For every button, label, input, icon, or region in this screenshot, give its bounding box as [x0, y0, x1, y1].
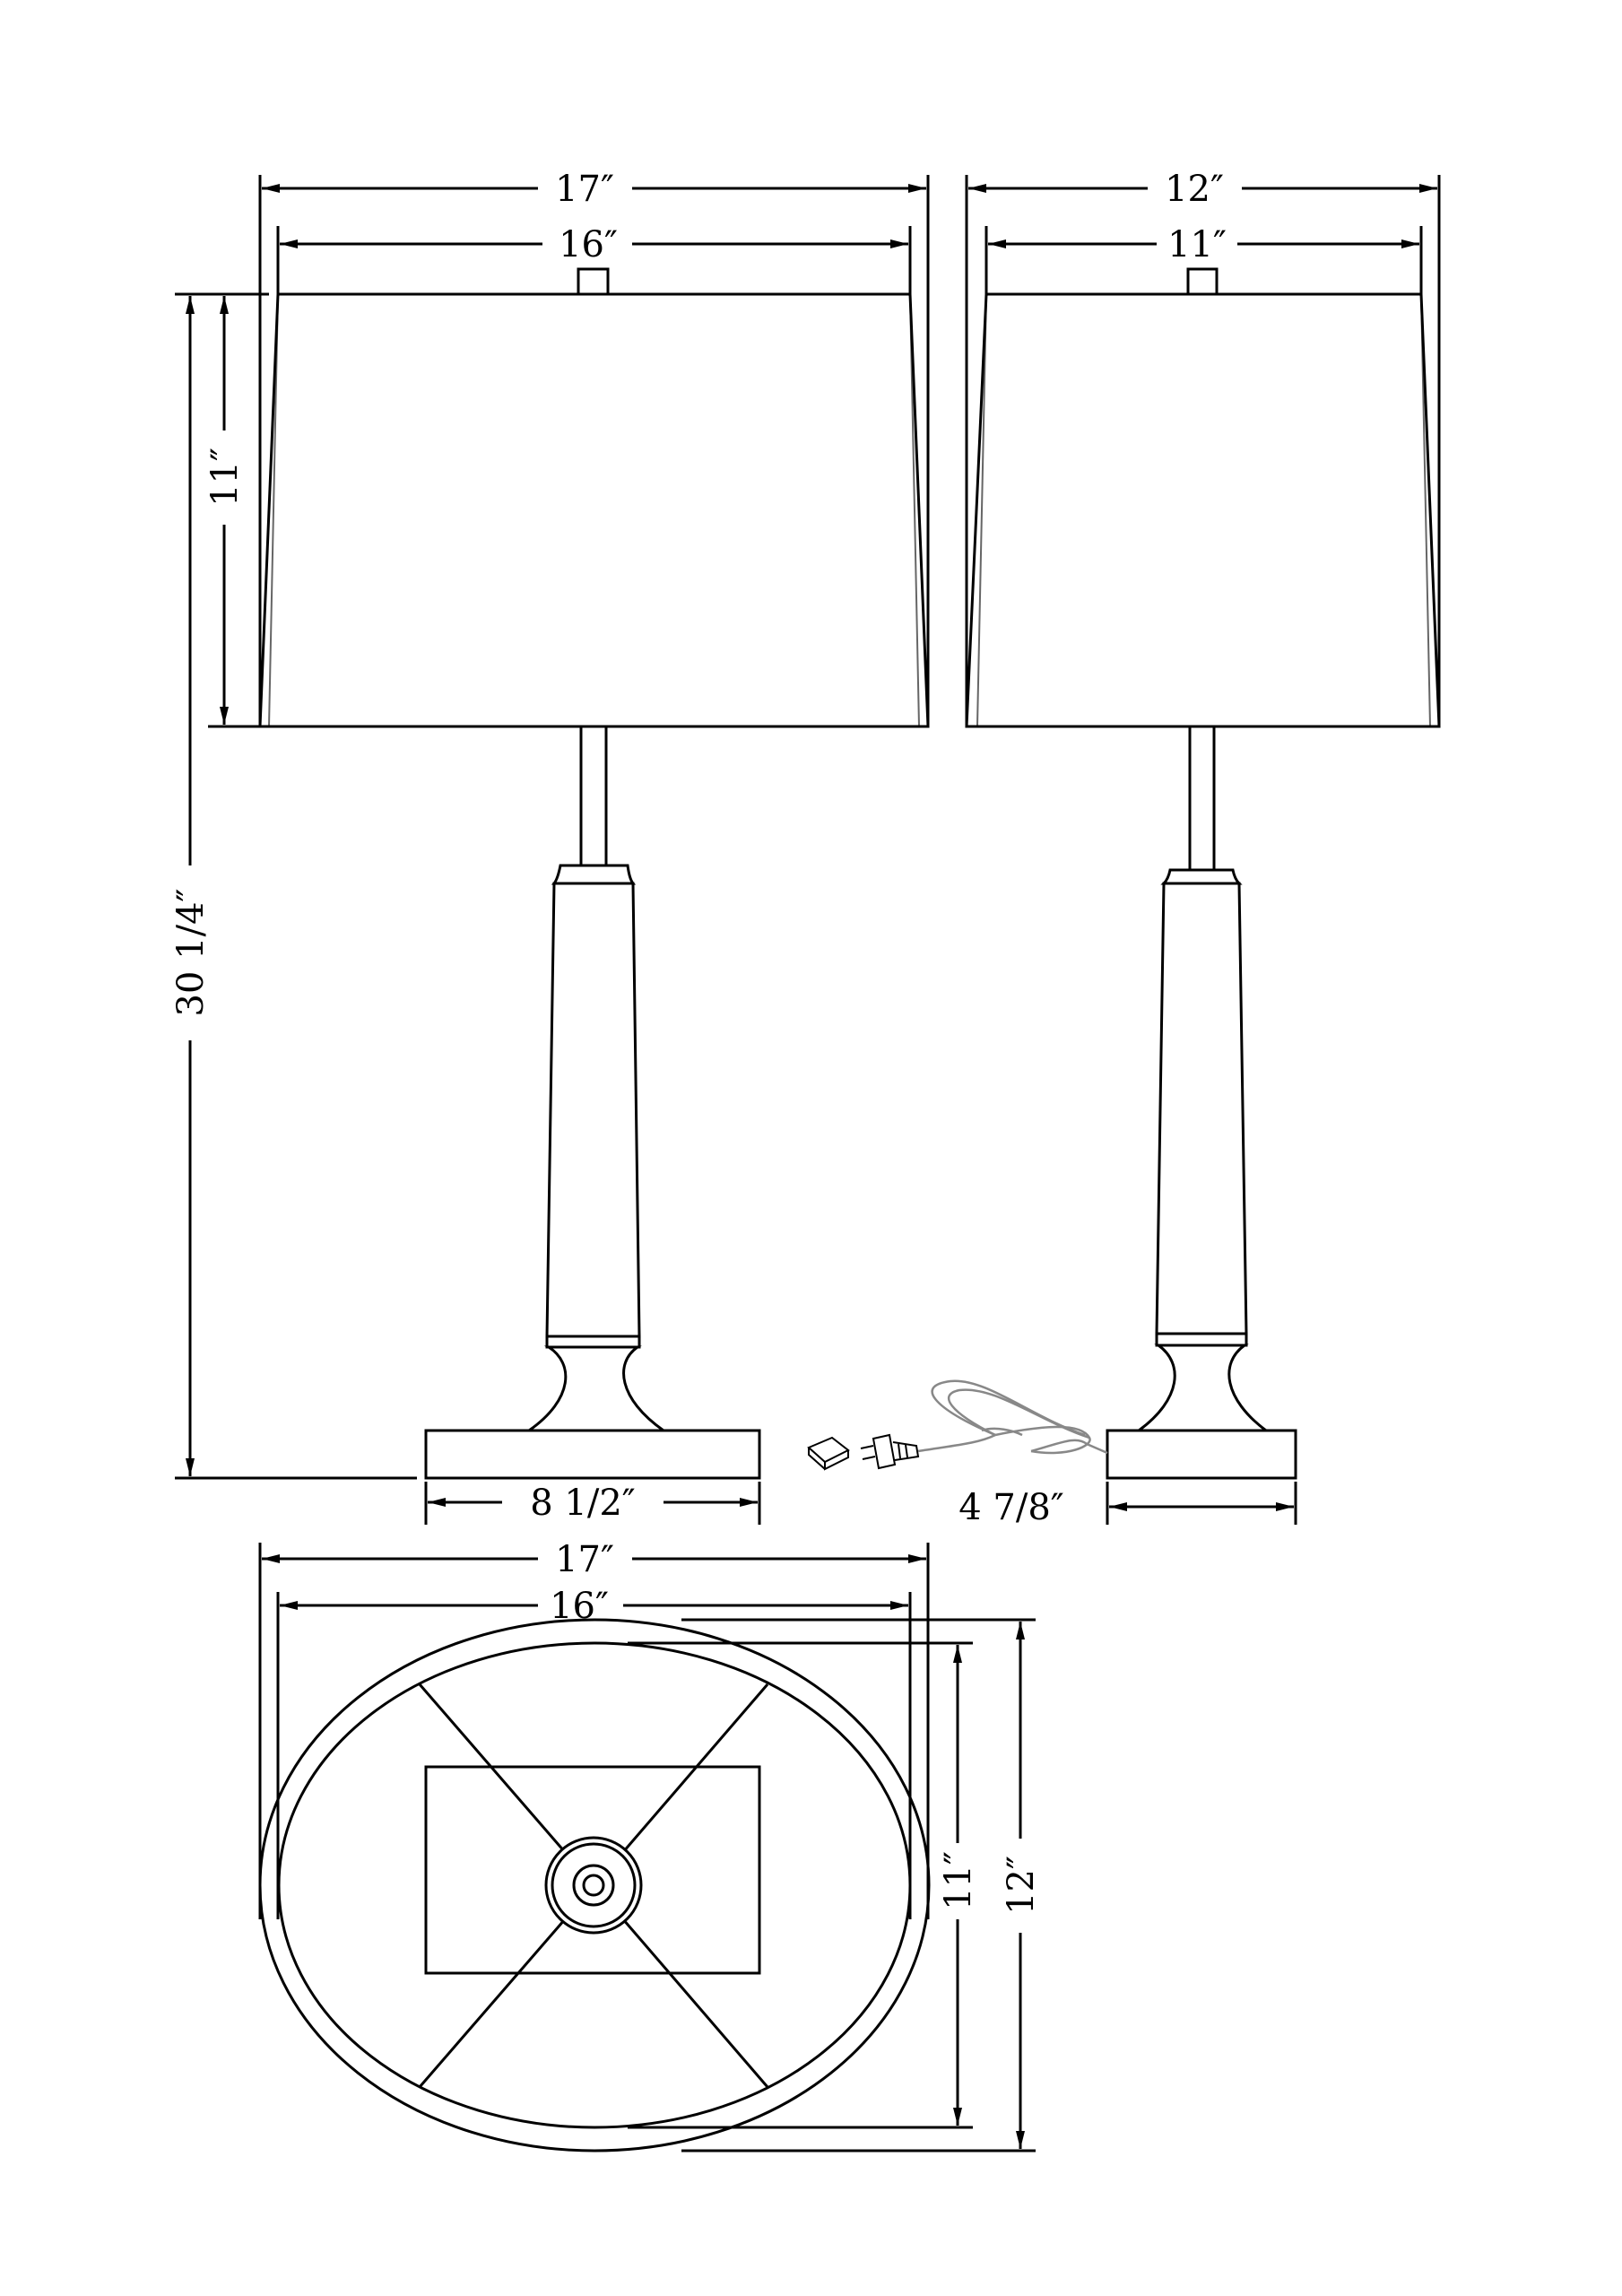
front-column — [545, 882, 641, 1338]
front-collar — [545, 1335, 641, 1349]
top-base-rectangle — [424, 1765, 761, 1975]
side-base — [1106, 1429, 1297, 1480]
harp-spider-arms — [418, 1683, 769, 2088]
front-base-dimension: 8 1/2″ — [424, 1482, 761, 1525]
plug-icon — [860, 1433, 920, 1470]
cord-coil-icon — [917, 1379, 1108, 1455]
shade-height-dimension: 11″ — [204, 292, 269, 728]
side-width-12-label: 12″ — [1165, 169, 1224, 210]
shade-inner-ellipse — [277, 1641, 912, 2129]
hub-socket — [582, 1874, 605, 1897]
connector-icon — [807, 1436, 850, 1471]
finial — [577, 267, 610, 296]
front-pedestal — [525, 1345, 668, 1432]
shade-outer-ellipse — [258, 1618, 931, 2152]
front-width-16-dimension: 16″ — [276, 224, 912, 296]
side-width-11-label: 11″ — [1167, 224, 1227, 265]
front-base — [424, 1429, 761, 1480]
side-lampshade — [965, 292, 1441, 728]
top-depth-11-dimension: 11″ — [628, 1641, 979, 2129]
hub-center — [572, 1864, 615, 1907]
side-finial — [1186, 267, 1219, 296]
front-view: 17″ 16″ 8 1/2″ — [170, 169, 930, 1525]
front-width-16-label: 16″ — [559, 224, 618, 265]
top-depth-12-label: 12″ — [1001, 1856, 1042, 1915]
side-pedestal — [1134, 1344, 1271, 1432]
side-column — [1155, 882, 1248, 1335]
hub-ring — [551, 1842, 637, 1928]
front-stem — [579, 725, 608, 867]
front-width-17-dimension: 17″ — [258, 169, 930, 726]
front-neck — [551, 864, 637, 885]
side-stem — [1188, 725, 1216, 872]
top-depth-12-dimension: 12″ — [681, 1618, 1042, 2152]
top-view: 17″ 16″ — [258, 1539, 1042, 2152]
side-collar — [1155, 1332, 1248, 1347]
hub-outer-ring — [544, 1836, 643, 1935]
side-base-depth-label: 4 7/8″ — [958, 1487, 1063, 1528]
side-width-12-dimension: 12″ — [965, 169, 1441, 726]
overall-height-label: 30 1/4″ — [170, 889, 212, 1017]
shade-height-label: 11″ — [204, 448, 246, 507]
side-view: 12″ 11″ 4 7/8″ — [807, 169, 1441, 1528]
front-width-17-label: 17″ — [555, 169, 614, 210]
front-base-width-label: 8 1/2″ — [530, 1483, 635, 1524]
side-base-dimension: 4 7/8″ — [958, 1482, 1297, 1528]
top-depth-11-label: 11″ — [938, 1851, 979, 1910]
top-width-17-label: 17″ — [555, 1539, 614, 1580]
front-lampshade — [258, 292, 930, 728]
side-width-11-dimension: 11″ — [984, 224, 1423, 296]
cord-accessories — [807, 1379, 1108, 1471]
overall-height-dimension: 30 1/4″ — [170, 292, 417, 1480]
side-neck — [1160, 868, 1243, 885]
